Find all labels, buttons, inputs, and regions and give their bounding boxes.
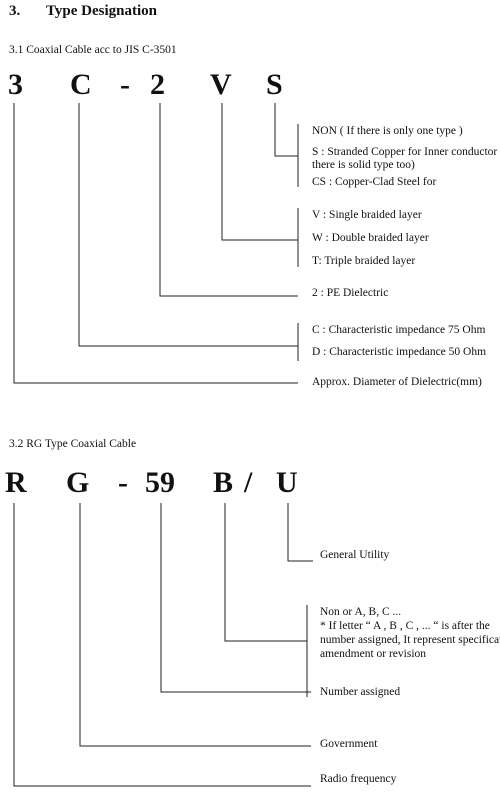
jis-desc-stranded: S : Stranded Copper for Inner conductor [312,146,498,158]
jis-code-dielectric: 2 [150,68,165,101]
section-title: Type Designation [46,3,157,19]
rg-desc-letter-note: * If letter “ A , B , C , ... “ is after… [320,620,490,632]
rg-code-utility: U [276,466,298,499]
rg-desc-number: Number assigned [320,686,401,698]
rg-code-letter: B [213,466,234,499]
jis-desc-double-braid: W : Double braided layer [312,232,429,244]
rg-desc-letter-note-3: amendment or revision [320,648,427,660]
rg-code-government: G [66,466,90,499]
rg-code-slash: / [244,466,253,499]
jis-desc-copper-clad: CS : Copper-Clad Steel for [312,176,437,188]
jis-desc-diameter: Approx. Diameter of Dielectric(mm) [312,376,482,388]
rg-desc-radio: Radio frequency [320,773,397,785]
jis-code-conductor: S [266,68,283,101]
jis-desc-triple-braid: T: Triple braided layer [312,255,416,267]
jis-desc-none: NON ( If there is only one type ) [312,125,463,137]
jis-desc-impedance-50: D : Characteristic impedance 50 Ohm [312,346,487,358]
jis-code-braid: V [210,68,232,101]
rg-heading: 3.2 RG Type Coaxial Cable [9,438,137,450]
jis-desc-stranded-cont: there is solid type too) [312,159,415,171]
rg-desc-government: Government [320,738,378,750]
rg-code-number: 59 [145,466,175,499]
jis-desc-single-braid: V : Single braided layer [312,209,422,221]
rg-code-radio: R [5,466,27,499]
rg-desc-utility: General Utility [320,549,390,561]
jis-desc-impedance-75: C : Characteristic impedance 75 Ohm [312,324,486,336]
jis-code-dash: - [120,68,130,101]
jis-desc-dielectric: 2 : PE Dielectric [312,287,389,299]
jis-code-diameter: 3 [8,68,23,101]
rg-code-dash: - [118,466,128,499]
jis-heading: 3.1 Coaxial Cable acc to JIS C-3501 [9,44,177,56]
section-number: 3. [9,3,21,19]
jis-code-impedance: C [70,68,92,101]
rg-desc-letter: Non or A, B, C ... [320,606,402,618]
rg-desc-letter-note-2: number assigned, It represent specificat… [320,634,500,646]
